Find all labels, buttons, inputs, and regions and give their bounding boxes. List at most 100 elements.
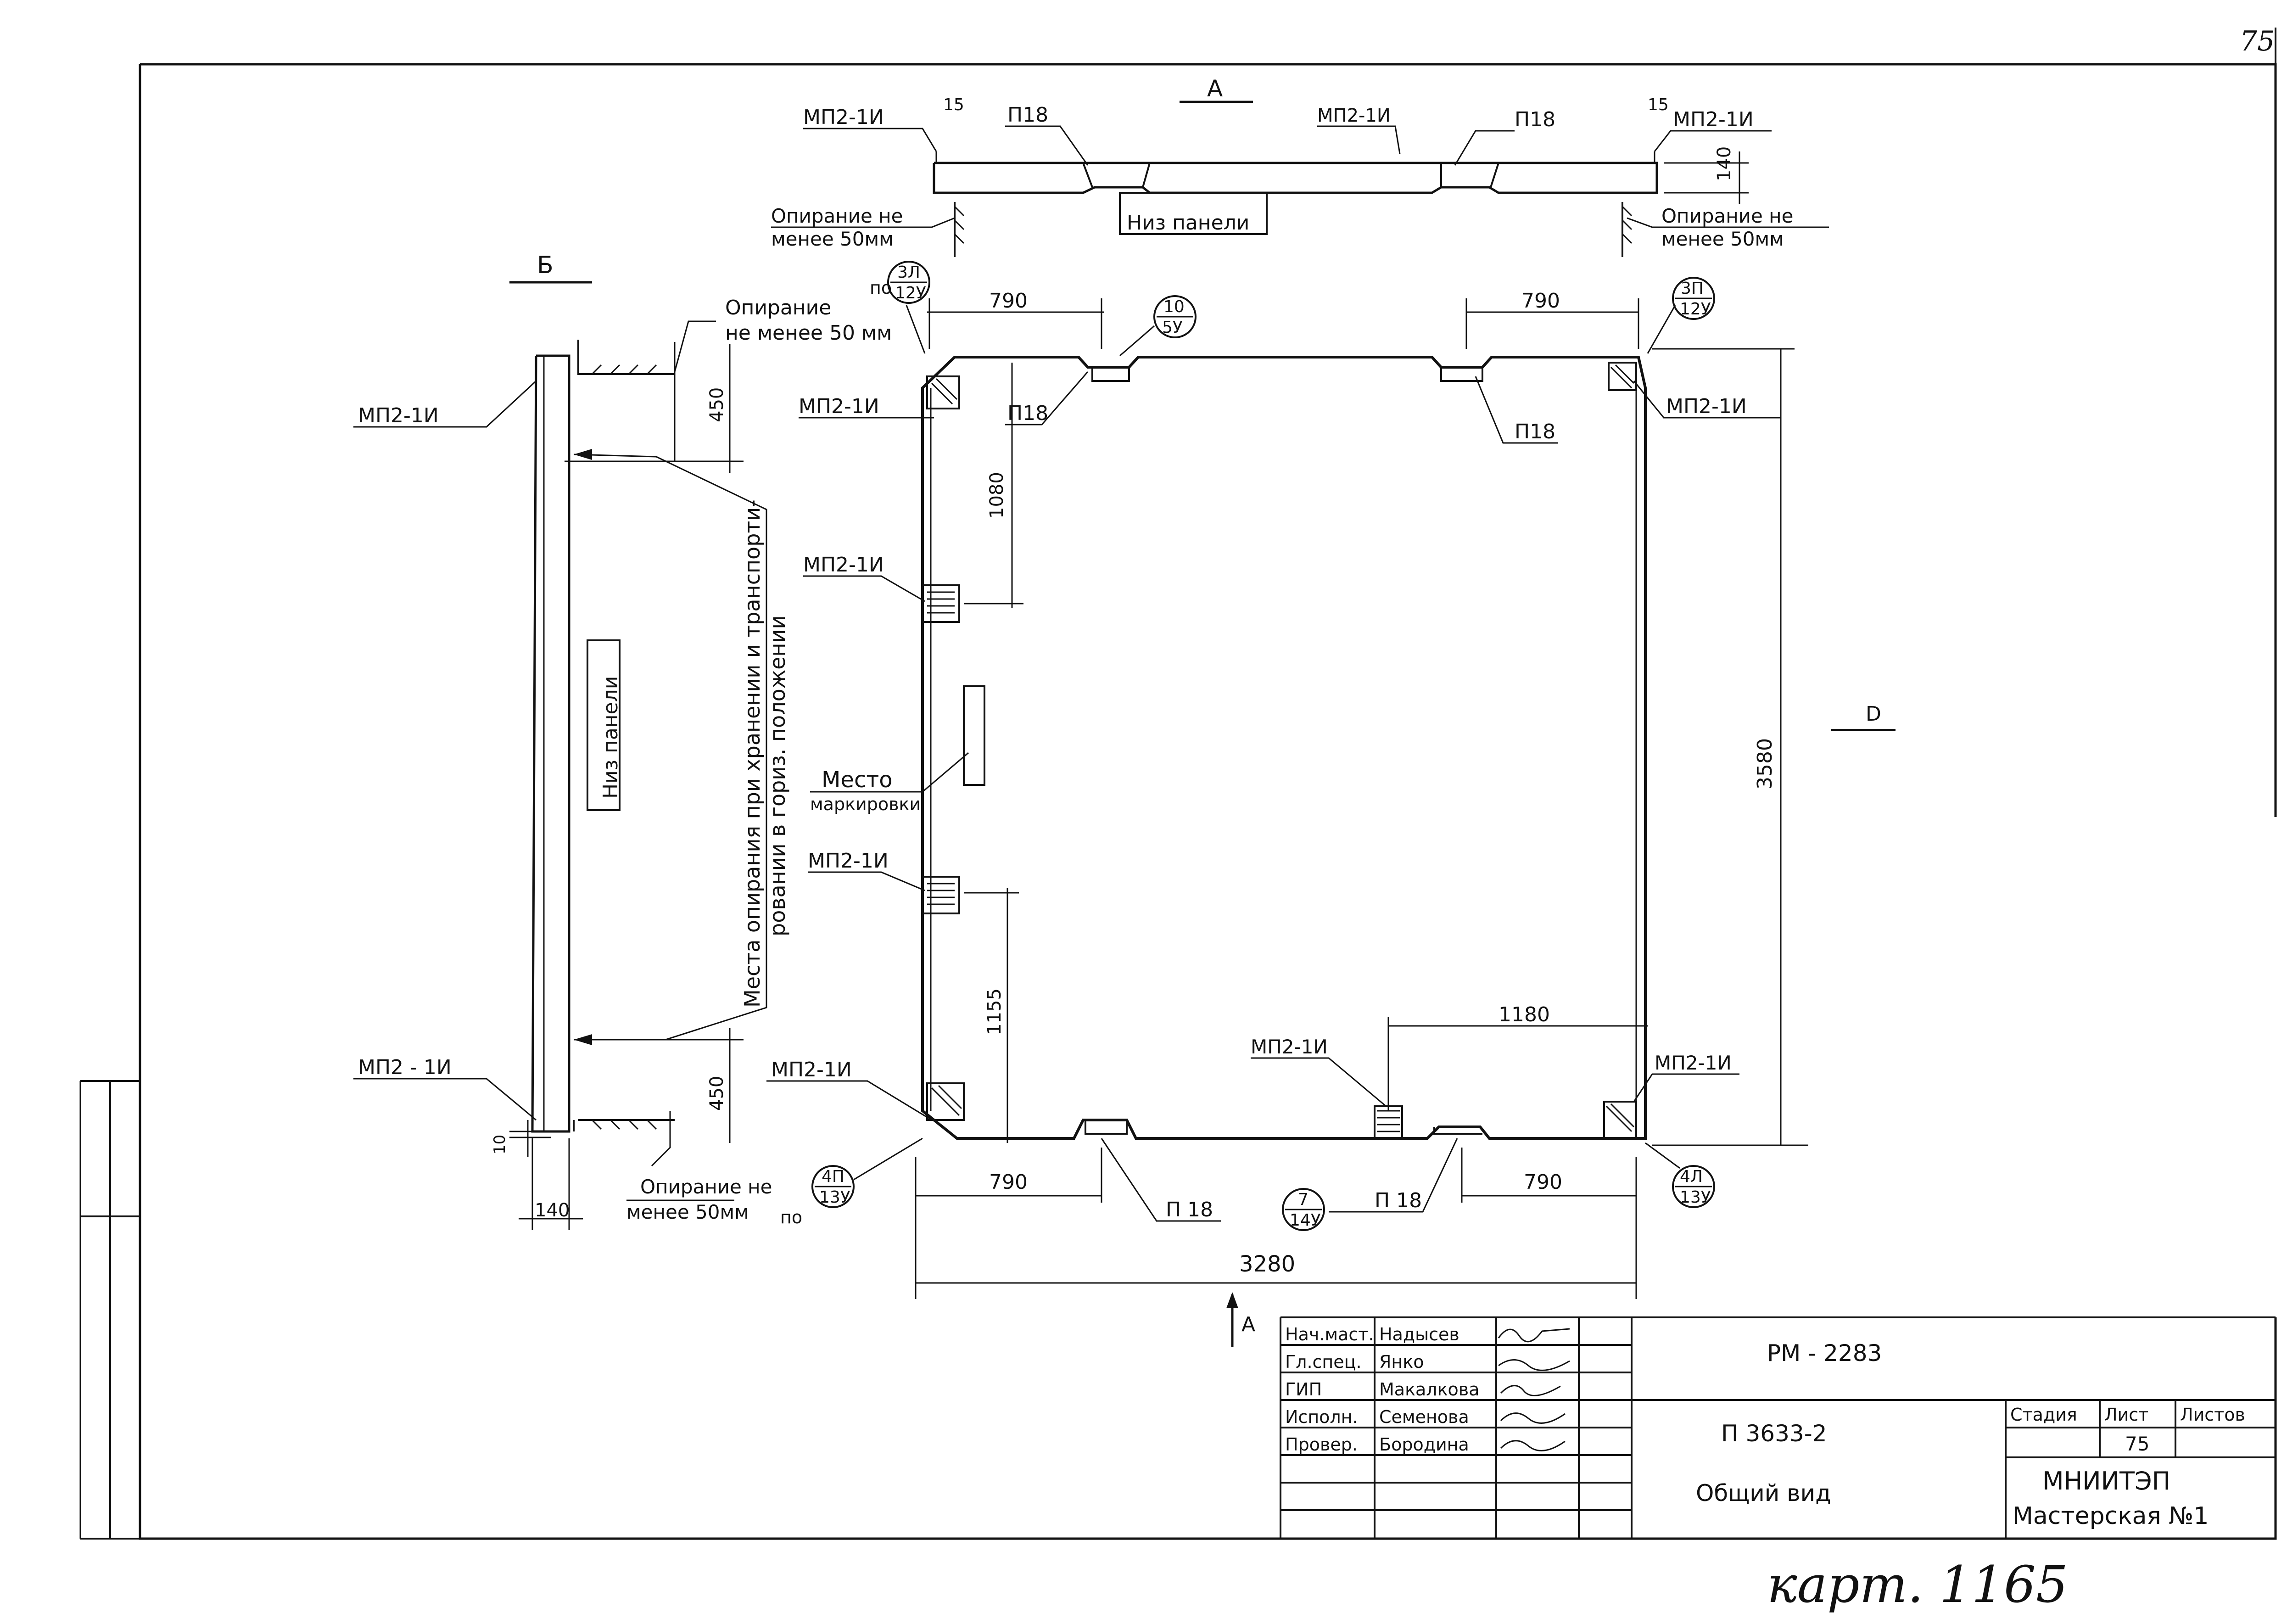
signatures: [1498, 1328, 1570, 1451]
dim-790-tr: 790: [1521, 289, 1560, 313]
mark-place-2: маркировки: [810, 794, 921, 814]
marking-place-box: [963, 685, 985, 786]
callout-4l-top: 4Л: [1680, 1167, 1703, 1186]
tb-sheet-no: 75: [2125, 1433, 2149, 1455]
tb-name-2: Макалкова: [1379, 1379, 1479, 1400]
dim-15-right-a: 15: [1648, 95, 1669, 114]
callout-10-bottom: 5У: [1162, 318, 1183, 337]
callout-7-top: 7: [1298, 1190, 1308, 1209]
view-a: А МП2-1И 15 П18 МП2-1И П18 15 МП2-1И 140…: [771, 75, 1829, 257]
dim-10-b: 10: [491, 1135, 509, 1154]
dim-15-left-a: 15: [943, 95, 964, 114]
label-p18-left-a: П18: [1007, 103, 1048, 127]
callout-3p-bottom: 12У: [1680, 300, 1711, 319]
tb-hdr-sheets: Листов: [2180, 1405, 2245, 1425]
callout-4p-top: 4П: [822, 1167, 844, 1186]
label-mp-bottom-b: МП2 - 1И: [358, 1056, 452, 1079]
dim-1080: 1080: [986, 472, 1007, 519]
label-mp-ml: МП2-1И: [803, 553, 884, 577]
support-right-a-1: Опирание не: [1661, 205, 1793, 227]
dim-790-br: 790: [1524, 1170, 1562, 1194]
dim-790-bl: 790: [989, 1170, 1028, 1194]
corner-sheet-number: 75: [2240, 25, 2275, 57]
callout-3l-bottom: 12У: [895, 284, 926, 302]
embedded-plates: [922, 362, 1637, 1139]
tb-name-1: Янко: [1379, 1352, 1424, 1372]
tb-name-4: Бородина: [1379, 1434, 1469, 1455]
label-p18-tr: П18: [1515, 420, 1555, 443]
callout-3l: [887, 261, 930, 304]
callout-3p: [1672, 277, 1715, 320]
tb-role-3: Исполн.: [1285, 1407, 1358, 1427]
label-mp-right-a: МП2-1И: [1673, 108, 1754, 131]
panel-bottom-b: Низ панели: [599, 676, 622, 799]
dim-140-b: 140: [535, 1200, 570, 1221]
label-mp-br-mid: МП2-1И: [1251, 1036, 1328, 1058]
callout-10-top: 10: [1163, 297, 1185, 316]
support-left-a-2: менее 50мм: [771, 228, 894, 250]
callout-7-bottom: 14У: [1290, 1211, 1321, 1230]
tb-hdr-stage: Стадия: [2010, 1405, 2077, 1425]
tb-doc-code: РМ - 2283: [1767, 1340, 1882, 1366]
title-block: Нач.маст. Надысев Гл.спец. Янко ГИП Мака…: [1280, 1316, 2276, 1539]
support-left-a-1: Опирание не: [771, 205, 903, 227]
view-a-mark: А: [1207, 75, 1223, 102]
dim-450-top-b: 450: [706, 387, 727, 422]
tb-role-2: ГИП: [1285, 1379, 1322, 1400]
support-bottom-b-2: менее 50мм: [626, 1201, 749, 1223]
storage-note-2: ровании в гориз. положении: [765, 616, 790, 936]
label-mp-tl: МП2-1И: [799, 395, 879, 418]
plan-view: по 3Л 12У 10 5У 3П 12У 790 790 МП2-1И П1…: [766, 261, 1896, 1347]
callout-4l-bottom: 13У: [1680, 1188, 1711, 1207]
support-top-b-2: не менее 50 мм: [725, 321, 892, 345]
label-p18-right-a: П18: [1515, 108, 1555, 131]
label-mp-tr: МП2-1И: [1666, 395, 1747, 418]
callout-4l: [1672, 1165, 1715, 1208]
support-bottom-b-1: Опирание не: [640, 1176, 772, 1198]
panel-bottom-frame-b: [587, 639, 621, 811]
support-right-a-2: менее 50мм: [1661, 228, 1784, 250]
label-mp-mid-a: МП2-1И: [1317, 105, 1391, 126]
label-p18-tl: П18: [1007, 402, 1048, 425]
callout-3p-top: 3П: [1681, 279, 1704, 298]
panel-section-b: [531, 354, 570, 1133]
tb-org-1: МНИИТЭП: [2042, 1467, 2170, 1495]
tb-org-2: Мастерская №1: [2013, 1502, 2209, 1530]
tb-name-3: Семенова: [1379, 1407, 1469, 1427]
panel-bottom-a: Низ панели: [1127, 211, 1249, 235]
callout-7: [1282, 1188, 1325, 1231]
callout-4p: [811, 1165, 855, 1208]
callout-4p-bottom: 13У: [819, 1188, 850, 1207]
tb-role-4: Провер.: [1285, 1434, 1358, 1455]
support-top-b-1: Опирание: [725, 296, 831, 319]
label-p18-bl: П 18: [1166, 1198, 1213, 1221]
label-mp-br: МП2-1И: [1655, 1052, 1732, 1074]
dim-1155: 1155: [984, 988, 1005, 1035]
mark-place-1: Место: [822, 767, 893, 793]
tb-sheet-title: Общий вид: [1696, 1480, 1831, 1506]
label-mp-bl: МП2-1И: [771, 1058, 852, 1081]
callout-10: [1153, 295, 1197, 338]
label-mp-top-b: МП2-1И: [358, 404, 439, 427]
callout-3l-top: 3Л: [897, 263, 920, 282]
tb-series: П 3633-2: [1721, 1420, 1827, 1447]
tb-hdr-sheet: Лист: [2104, 1405, 2148, 1425]
section-d: D: [1866, 702, 1881, 726]
label-mp-left-a: МП2-1И: [803, 106, 884, 129]
tb-role-1: Гл.спец.: [1285, 1352, 1362, 1372]
view-b-mark: Б: [537, 252, 554, 279]
bottom-handwritten-note: карт. 1165: [1767, 1555, 2068, 1614]
ref-po-bottom: по: [780, 1207, 802, 1227]
label-mp-ml2: МП2-1И: [808, 849, 889, 873]
dim-3280: 3280: [1239, 1251, 1295, 1277]
panel-section-a: [933, 162, 1658, 194]
dim-1180: 1180: [1499, 1003, 1550, 1026]
dim-790-tl: 790: [989, 289, 1028, 313]
label-p18-br: П 18: [1375, 1189, 1422, 1212]
panel-bottom-frame-a: [1119, 192, 1268, 235]
sheet-frame: [79, 28, 2277, 1540]
view-b: Б Опирание не менее 50 мм 450 МП2-1И Низ…: [353, 252, 892, 1230]
tb-name-0: Надысев: [1379, 1324, 1459, 1344]
dim-140-a: 140: [1714, 146, 1735, 181]
